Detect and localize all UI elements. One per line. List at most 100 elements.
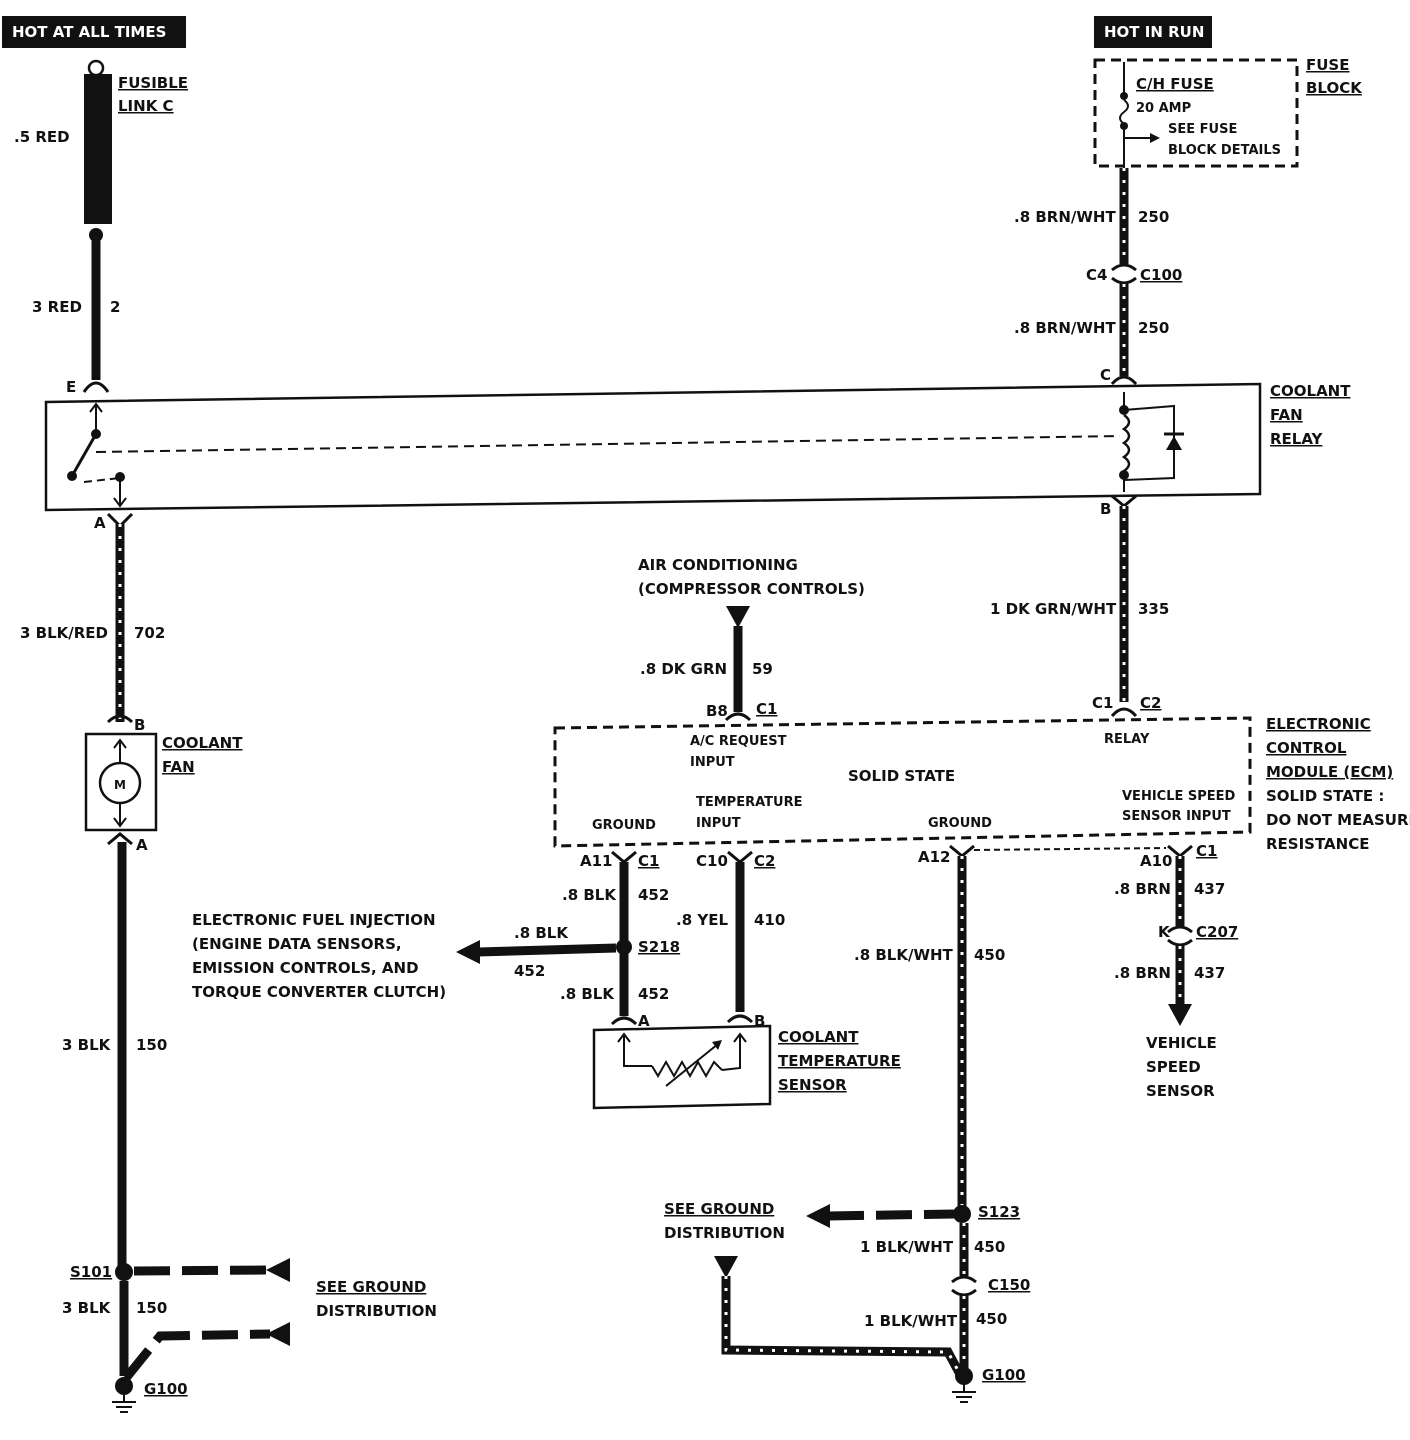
hot-in-run-label: HOT IN RUN xyxy=(1104,23,1204,41)
ecm-vss-input-label: VEHICLE SPEED xyxy=(1122,789,1236,804)
left-ground-dist-wire xyxy=(122,1329,271,1381)
s123-splice xyxy=(953,1205,971,1223)
s101-ground-arrow xyxy=(266,1258,290,1282)
coolant-fan-motor: M xyxy=(84,732,158,832)
wire-450-mid-circuit: 450 xyxy=(974,1238,1005,1256)
cts-label: COOLANT xyxy=(778,1028,859,1046)
g100-left-ground xyxy=(112,1377,136,1413)
ecm-pin-c10-conn: C2 xyxy=(754,852,775,870)
ecm-box xyxy=(553,716,1252,848)
vss-arrow xyxy=(1168,1004,1192,1026)
wire-452-branch-gauge: .8 BLK xyxy=(514,924,569,942)
c100-label: C100 xyxy=(1140,266,1182,284)
relay-label-2: FAN xyxy=(1270,406,1303,424)
fuse-rating: 20 AMP xyxy=(1136,101,1191,116)
ecm-pin-a12: A12 xyxy=(918,848,950,866)
ecm-relay-pin-c1: C1 xyxy=(1092,694,1113,712)
ecm-pin-c10: C10 xyxy=(696,852,728,870)
connector-ecm-c10 xyxy=(727,850,753,864)
ecm-ac-request-label-2: INPUT xyxy=(690,755,735,770)
hot-at-all-times-tag: HOT AT ALL TIMES xyxy=(2,16,186,48)
wire-437-bottom-gauge: .8 BRN xyxy=(1114,964,1171,982)
s123-ground-arrow xyxy=(806,1204,830,1228)
fan-pin-a: A xyxy=(136,836,148,854)
left-ground-dist-arrow xyxy=(266,1322,290,1346)
coolant-fan-label: COOLANT xyxy=(162,734,243,752)
vss-label-2: SPEED xyxy=(1146,1058,1201,1076)
connector-relay-c xyxy=(1110,375,1138,386)
g100-right-ground xyxy=(952,1367,976,1403)
wire-150-top-gauge: 3 BLK xyxy=(62,1036,112,1054)
ecm-ground-dashed-link xyxy=(973,847,1167,851)
fuse-block-label: FUSE xyxy=(1306,56,1349,74)
fusible-link-wire-label: .5 RED xyxy=(14,128,70,146)
connector-ecm-a11 xyxy=(611,850,637,864)
connector-fan-a xyxy=(107,832,133,846)
c207-pin: K xyxy=(1158,923,1171,941)
wire-450-bottom-gauge: 1 BLK/WHT xyxy=(864,1312,958,1330)
wire-2-circuit: 2 xyxy=(110,298,120,316)
ecm-pin-a11-conn: C1 xyxy=(638,852,659,870)
ecm-pin-b8: B8 xyxy=(706,702,728,720)
ecm-label-3: MODULE (ECM) xyxy=(1266,763,1393,781)
wire-335-gauge: 1 DK GRN/WHT xyxy=(990,600,1117,618)
fusible-link xyxy=(84,59,112,242)
relay-label-3: RELAY xyxy=(1270,430,1324,448)
s101-ground-wire xyxy=(133,1265,271,1276)
wire-452-bottom-gauge: .8 BLK xyxy=(560,985,615,1003)
relay-pin-e: E xyxy=(66,378,76,396)
wire-702-gauge: 3 BLK/RED xyxy=(20,624,108,642)
ecm-label: ELECTRONIC xyxy=(1266,715,1371,733)
c100-connector xyxy=(1111,263,1137,272)
fan-pin-b: B xyxy=(134,716,145,734)
efi-label-4: TORQUE CONVERTER CLUTCH) xyxy=(192,983,446,1001)
ecm-pin-c1-top: C1 xyxy=(756,700,777,718)
right-ground-dist-label: SEE GROUND xyxy=(664,1200,774,1218)
fuse-block-label-2: BLOCK xyxy=(1306,79,1363,97)
wire-450-mid-gauge: 1 BLK/WHT xyxy=(860,1238,954,1256)
s123-label: S123 xyxy=(978,1203,1020,1221)
connector-fan-b xyxy=(106,714,134,724)
ecm-relay-label: RELAY xyxy=(1104,732,1150,747)
ecm-ground-right-label: GROUND xyxy=(928,816,992,831)
connector-ecm-relay xyxy=(1110,707,1138,718)
ecm-vss-input-label-2: SENSOR INPUT xyxy=(1122,809,1231,824)
connector-cts-b xyxy=(726,1014,754,1024)
c207-label: C207 xyxy=(1196,923,1238,941)
c150-connector xyxy=(951,1275,977,1284)
ecm-label-5: DO NOT MEASURE xyxy=(1266,811,1410,829)
ecm-pin-a11: A11 xyxy=(580,852,612,870)
ecm-pin-a10-conn: C1 xyxy=(1196,842,1217,860)
efi-label-3: EMISSION CONTROLS, AND xyxy=(192,959,419,977)
g100-left-label: G100 xyxy=(144,1380,188,1398)
wire-452-top-circuit: 452 xyxy=(638,886,669,904)
wire-450-top-gauge: .8 BLK/WHT xyxy=(854,946,954,964)
connector-relay-b xyxy=(1111,494,1137,508)
ecm-label-2: CONTROL xyxy=(1266,739,1347,757)
motor-symbol-label: M xyxy=(114,778,126,792)
ch-fuse-label: C/H FUSE xyxy=(1136,75,1214,93)
vss-label-3: SENSOR xyxy=(1146,1082,1215,1100)
relay-pin-a: A xyxy=(94,514,106,532)
fuse-details-label-2: BLOCK DETAILS xyxy=(1168,143,1281,158)
right-ground-dist-label-2: DISTRIBUTION xyxy=(664,1224,785,1242)
s218-label: S218 xyxy=(638,938,680,956)
cts-label-3: SENSOR xyxy=(778,1076,847,1094)
c100-pin: C4 xyxy=(1086,266,1107,284)
ecm-temp-input-label: TEMPERATURE xyxy=(696,795,802,810)
wire-452-top-gauge: .8 BLK xyxy=(562,886,617,904)
wire-410-circuit: 410 xyxy=(754,911,785,929)
wire-150-bottom-gauge: 3 BLK xyxy=(62,1299,112,1317)
coolant-fan-relay xyxy=(44,382,1262,512)
ecm-temp-input-label-2: INPUT xyxy=(696,816,741,831)
ecm-ground-left-label: GROUND xyxy=(592,818,656,833)
hot-in-run-tag: HOT IN RUN xyxy=(1094,16,1212,48)
efi-arrow xyxy=(456,940,480,964)
wire-150-top-circuit: 150 xyxy=(136,1036,167,1054)
wire-452-branch-circuit: 452 xyxy=(514,962,545,980)
hot-at-all-times-label: HOT AT ALL TIMES xyxy=(12,23,166,41)
left-ground-dist-label-2: DISTRIBUTION xyxy=(316,1302,437,1320)
coolant-fan-label-2: FAN xyxy=(162,758,195,776)
wire-452-branch xyxy=(477,943,617,957)
